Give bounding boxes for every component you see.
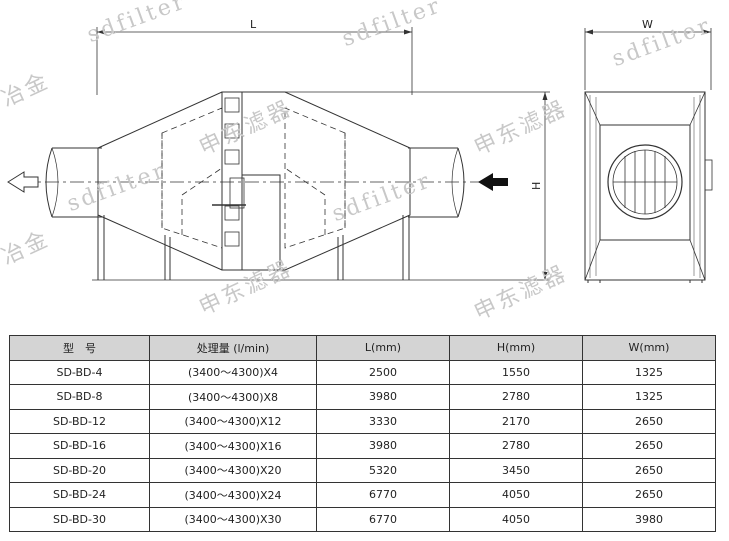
cell-length: 5320 — [316, 457, 450, 483]
side-view: L — [7, 18, 550, 281]
cell-height: 2780 — [449, 433, 583, 459]
table-row: SD-BD-30 (3400～4300)X30 6770 4050 3980 — [9, 506, 716, 532]
cell-width: 2650 — [582, 433, 716, 459]
table-header-row: 型 号 处理量 (l/min) L(mm) H(mm) W(mm) — [9, 335, 716, 361]
dim-label-L: L — [250, 18, 257, 31]
cell-width: 1325 — [582, 384, 716, 410]
cell-capacity: (3400～4300)X30 — [149, 506, 317, 532]
cell-length: 6770 — [316, 482, 450, 508]
cell-capacity: (3400～4300)X8 — [149, 384, 317, 410]
header-model: 型 号 — [9, 335, 150, 361]
cell-capacity: (3400～4300)X4 — [149, 359, 317, 385]
cell-width: 2650 — [582, 482, 716, 508]
dim-label-H: H — [530, 182, 543, 190]
cell-length: 3980 — [316, 384, 450, 410]
cell-height: 3450 — [449, 457, 583, 483]
spec-table: 型 号 处理量 (l/min) L(mm) H(mm) W(mm) SD-BD-… — [9, 335, 716, 532]
end-view: W — [584, 18, 713, 283]
cell-model: SD-BD-12 — [9, 408, 150, 434]
table-row: SD-BD-20 (3400～4300)X20 5320 3450 2650 — [9, 457, 716, 483]
cell-width: 2650 — [582, 408, 716, 434]
cell-height: 2780 — [449, 384, 583, 410]
cell-height: 1550 — [449, 359, 583, 385]
table-row: SD-BD-12 (3400～4300)X12 3330 2170 2650 — [9, 408, 716, 434]
cell-capacity: (3400～4300)X16 — [149, 433, 317, 459]
table-row: SD-BD-8 (3400～4300)X8 3980 2780 1325 — [9, 384, 716, 410]
cell-model: SD-BD-8 — [9, 384, 150, 410]
cell-length: 2500 — [316, 359, 450, 385]
header-capacity: 处理量 (l/min) — [149, 335, 317, 361]
cell-length: 6770 — [316, 506, 450, 532]
dim-label-W: W — [642, 18, 653, 31]
cell-model: SD-BD-24 — [9, 482, 150, 508]
header-length: L(mm) — [316, 335, 450, 361]
table-row: SD-BD-4 (3400～4300)X4 2500 1550 1325 — [9, 359, 716, 385]
cell-model: SD-BD-4 — [9, 359, 150, 385]
cell-width: 3980 — [582, 506, 716, 532]
cell-model: SD-BD-16 — [9, 433, 150, 459]
cell-width: 1325 — [582, 359, 716, 385]
table-row: SD-BD-24 (3400～4300)X24 6770 4050 2650 — [9, 482, 716, 508]
cell-model: SD-BD-20 — [9, 457, 150, 483]
cell-model: SD-BD-30 — [9, 506, 150, 532]
table-row: SD-BD-16 (3400～4300)X16 3980 2780 2650 — [9, 433, 716, 459]
header-width: W(mm) — [582, 335, 716, 361]
cell-capacity: (3400～4300)X12 — [149, 408, 317, 434]
cell-length: 3980 — [316, 433, 450, 459]
cell-height: 4050 — [449, 506, 583, 532]
cell-capacity: (3400～4300)X20 — [149, 457, 317, 483]
header-height: H(mm) — [449, 335, 583, 361]
cell-height: 4050 — [449, 482, 583, 508]
cell-height: 2170 — [449, 408, 583, 434]
cell-capacity: (3400～4300)X24 — [149, 482, 317, 508]
cell-length: 3330 — [316, 408, 450, 434]
cell-width: 2650 — [582, 457, 716, 483]
technical-drawing: L — [7, 18, 713, 283]
